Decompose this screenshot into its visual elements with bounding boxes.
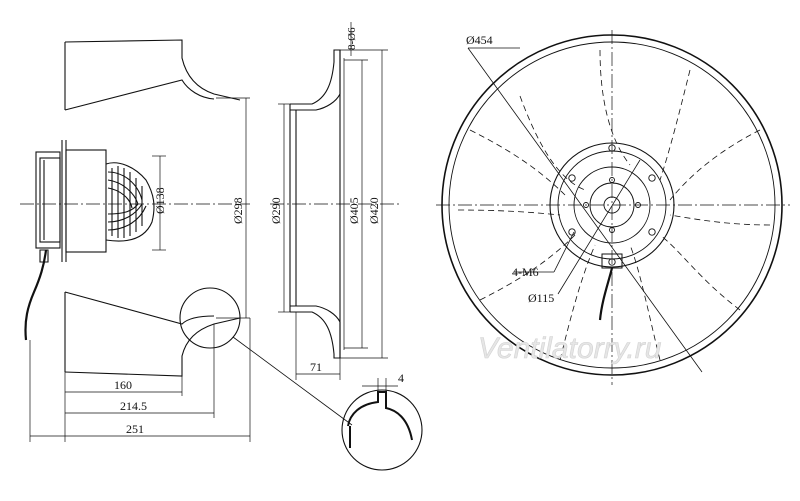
dim-motor-flange: Ø138 <box>153 187 167 214</box>
dim-total-251: 251 <box>126 422 144 436</box>
dim-hole-spec: 8-Ø6 <box>346 27 358 50</box>
dim-inlet-bolt-circle: Ø405 <box>347 197 361 224</box>
dim-detail-4: 4 <box>398 371 404 385</box>
dim-inlet-outer: Ø420 <box>367 197 381 224</box>
side-view <box>20 39 353 426</box>
dim-mount-holes: 4-M6 <box>512 265 539 279</box>
dim-inlet-depth-71: 71 <box>310 360 322 374</box>
watermark: Ventilatorry.ru <box>478 332 662 365</box>
dim-inlet-inner: Ø290 <box>269 197 283 224</box>
detail-view <box>341 378 423 471</box>
dim-width-214-5: 214.5 <box>120 399 147 413</box>
front-view <box>436 30 790 385</box>
dim-impeller-outlet: Ø298 <box>231 197 245 224</box>
dim-width-160: 160 <box>114 378 132 392</box>
dim-bolt-circle: Ø115 <box>528 291 554 305</box>
side-view-dimensions <box>29 97 251 442</box>
dim-fan-diameter: Ø454 <box>466 33 493 47</box>
inlet-ring-dimensions <box>278 22 388 380</box>
inlet-ring-view <box>270 49 400 359</box>
